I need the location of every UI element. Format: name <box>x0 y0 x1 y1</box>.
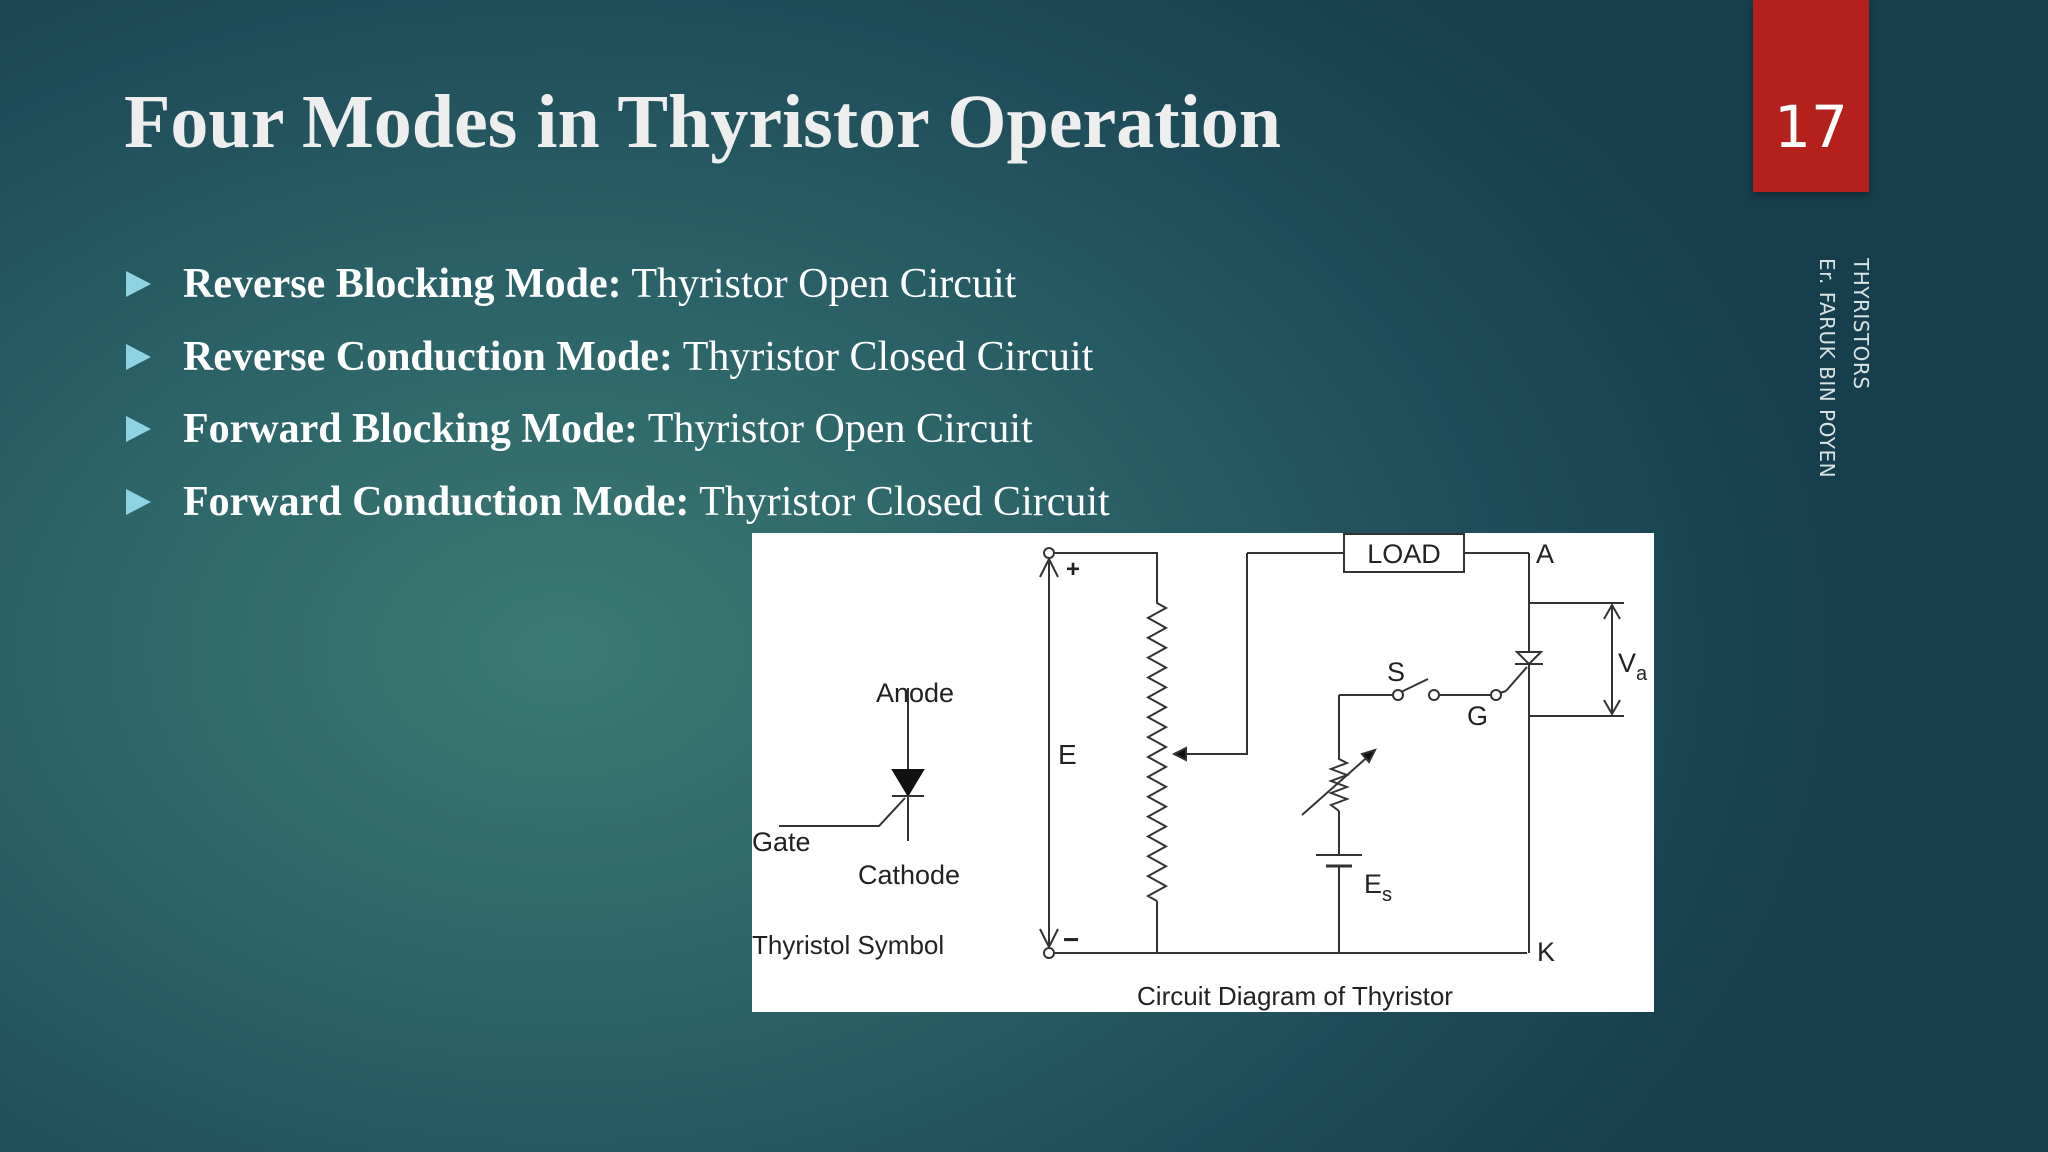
page-number: 17 <box>1774 93 1848 161</box>
plus-label: + <box>1066 556 1080 583</box>
bullet-term: Reverse Conduction Mode: <box>183 333 673 380</box>
bullet-desc: Thyristor Closed Circuit <box>699 478 1110 525</box>
bullet-term: Forward Conduction Mode: <box>183 478 690 525</box>
symbol-diode-triangle <box>891 769 925 797</box>
anode-a-label: A <box>1536 539 1554 569</box>
bullet-text: Reverse Blocking Mode: Thyristor Open Ci… <box>183 260 1016 308</box>
gate-g-label: G <box>1467 701 1488 731</box>
wiper-arrow-icon <box>1171 746 1187 762</box>
variable-arrow-icon <box>1360 748 1377 764</box>
minus-label: − <box>1063 924 1079 955</box>
circuit-caption: Circuit Diagram of Thyristor <box>1137 981 1453 1011</box>
variable-resistor-arrow-line <box>1301 752 1373 816</box>
e-label: E <box>1058 739 1077 770</box>
va-arrow-down-icon <box>1603 699 1621 717</box>
bullet-term: Forward Blocking Mode: <box>183 406 638 453</box>
gate-terminal <box>1490 689 1502 701</box>
bullet-item: Forward Blocking Mode: Thyristor Open Ci… <box>126 393 1110 466</box>
bullet-desc: Thyristor Open Circuit <box>647 406 1033 453</box>
load-label: LOAD <box>1367 539 1441 569</box>
thyristor-figure: Anode Gate Cathode Thyristol Symbol + − … <box>752 533 1654 1012</box>
gate-label: Gate <box>752 827 811 857</box>
bullet-term: Reverse Blocking Mode: <box>183 261 622 308</box>
page-number-tab: 17 <box>1753 0 1869 192</box>
circuit-thyristor-triangle <box>1514 651 1544 666</box>
switch-contact-right <box>1428 689 1440 701</box>
va-subscript: a <box>1636 663 1648 685</box>
triangle-bullet-icon <box>126 271 151 298</box>
thyristor-diagram: Anode Gate Cathode Thyristol Symbol + − … <box>752 533 1648 1011</box>
cathode-label: Cathode <box>858 860 960 890</box>
bullet-text: Forward Blocking Mode: Thyristor Open Ci… <box>183 405 1033 453</box>
side-title: THYRISTORS <box>1849 258 1873 390</box>
bullet-item: Forward Conduction Mode: Thyristor Close… <box>126 466 1110 539</box>
symbol-gate-lead <box>779 797 906 827</box>
triangle-bullet-icon <box>126 488 151 515</box>
bullet-list: Reverse Blocking Mode: Thyristor Open Ci… <box>126 248 1110 538</box>
symbol-caption: Thyristol Symbol <box>752 930 944 960</box>
bullet-desc: Thyristor Closed Circuit <box>682 333 1094 380</box>
arrow-up-icon <box>1039 556 1059 578</box>
terminal-minus <box>1043 947 1055 959</box>
variable-resistor-zigzag <box>1328 751 1350 812</box>
gate-terminal-link <box>1499 690 1507 694</box>
triangle-bullet-icon <box>126 416 151 443</box>
terminal-plus <box>1043 547 1055 559</box>
switch-blade <box>1400 678 1429 693</box>
bullet-desc: Thyristor Open Circuit <box>631 261 1017 308</box>
triangle-bullet-icon <box>126 343 151 370</box>
bullet-item: Reverse Conduction Mode: Thyristor Close… <box>126 321 1110 394</box>
pot-wiper-line <box>1176 553 1248 755</box>
va-label: Va <box>1618 648 1648 685</box>
side-footer: THYRISTORS Er. FARUK BIN POYEN <box>1810 258 1878 478</box>
arrow-down-icon <box>1039 928 1059 950</box>
circuit-gate-lead <box>1505 666 1528 692</box>
bullet-text: Forward Conduction Mode: Thyristor Close… <box>183 478 1110 526</box>
potentiometer-zigzag <box>1145 553 1169 902</box>
bullet-item: Reverse Blocking Mode: Thyristor Open Ci… <box>126 248 1110 321</box>
va-main: V <box>1618 648 1636 678</box>
slide-title: Four Modes in Thyristor Operation <box>124 80 1281 164</box>
switch-s-label: S <box>1387 657 1405 687</box>
anode-label: Anode <box>876 678 954 708</box>
side-author: Er. FARUK BIN POYEN <box>1815 258 1839 479</box>
es-main: E <box>1364 869 1382 899</box>
cathode-k-label: K <box>1537 937 1555 967</box>
es-label: Es <box>1364 869 1392 906</box>
es-subscript: s <box>1382 884 1392 906</box>
switch-contact-left <box>1392 689 1404 701</box>
bullet-text: Reverse Conduction Mode: Thyristor Close… <box>183 333 1093 381</box>
va-arrow-up-icon <box>1603 602 1621 620</box>
